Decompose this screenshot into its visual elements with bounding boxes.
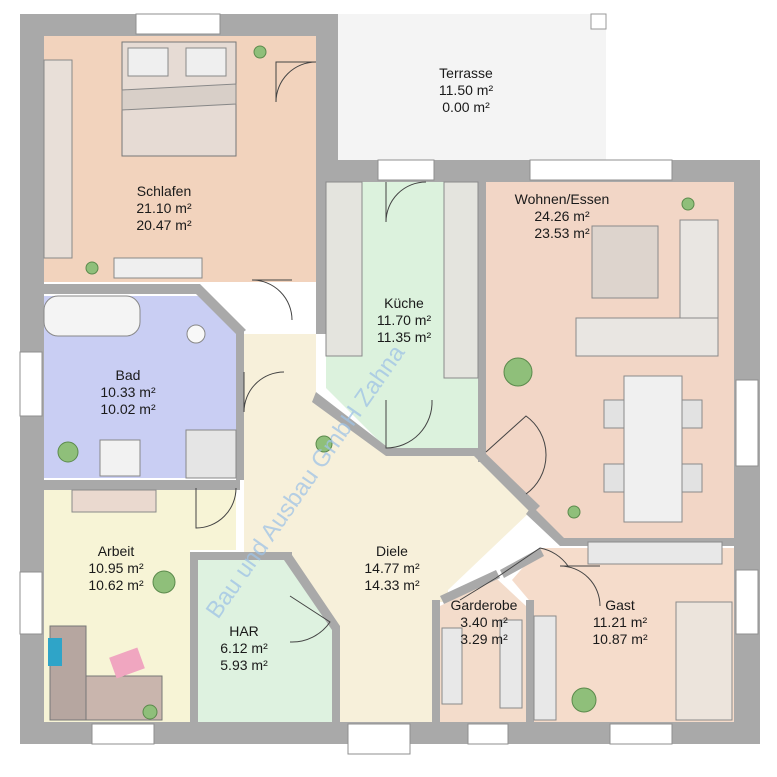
room-area-2: 20.47 m²	[136, 217, 192, 233]
windows	[19, 13, 759, 755]
room-terrasse	[338, 14, 606, 162]
room-name: HAR	[229, 623, 259, 639]
room-area-2: 10.62 m²	[88, 577, 144, 593]
guest-bed	[675, 601, 733, 721]
room-label-har: HAR 6.12 m² 5.93 m²	[220, 623, 268, 673]
monitor-icon	[48, 638, 62, 666]
room-label-garderobe: Garderobe 3.40 m² 3.29 m²	[451, 597, 518, 647]
room-area-1: 11.50 m²	[439, 82, 494, 98]
room-area-1: 14.77 m²	[364, 560, 420, 576]
guest-wardrobe	[533, 615, 557, 721]
room-label-kueche: Küche 11.70 m² 11.35 m²	[377, 295, 432, 345]
washbasin	[99, 439, 141, 477]
room-kueche	[326, 182, 478, 448]
room-area-2: 3.29 m²	[460, 631, 508, 647]
room-name: Schlafen	[137, 183, 191, 199]
dresser	[113, 257, 203, 279]
room-label-bad: Bad 10.33 m² 10.02 m²	[100, 367, 156, 417]
garderobe-cabinet	[441, 627, 463, 705]
room-name: Arbeit	[98, 543, 135, 559]
room-area-1: 24.26 m²	[534, 208, 590, 224]
room-name: Wohnen/Essen	[515, 191, 610, 207]
living-table	[591, 225, 659, 299]
room-area-1: 11.21 m²	[593, 614, 648, 630]
dining-chairs	[603, 399, 703, 493]
room-name: Bad	[116, 367, 141, 383]
terrace-post	[590, 13, 607, 30]
room-area-2: 10.87 m²	[592, 631, 648, 647]
desk-surface	[85, 675, 163, 721]
room-area-2: 10.02 m²	[100, 401, 156, 417]
toilet	[186, 324, 206, 344]
room-label-diele: Diele 14.77 m² 14.33 m²	[364, 543, 420, 593]
room-area-1: 3.40 m²	[460, 614, 508, 630]
bathtub	[43, 295, 141, 337]
room-label-wohnen: Wohnen/Essen 24.26 m² 23.53 m²	[515, 191, 610, 241]
room-area-1: 21.10 m²	[136, 200, 192, 216]
room-area-2: 11.35 m²	[377, 329, 432, 345]
room-area-2: 14.33 m²	[364, 577, 420, 593]
dining-table	[623, 375, 683, 523]
room-name: Gast	[605, 597, 635, 613]
room-area-2: 23.53 m²	[534, 225, 590, 241]
room-label-arbeit: Arbeit 10.95 m² 10.62 m²	[88, 543, 144, 593]
room-har	[196, 560, 332, 722]
room-area-1: 10.95 m²	[88, 560, 144, 576]
kitchen-cabinets	[325, 181, 479, 379]
room-area-2: 5.93 m²	[220, 657, 268, 673]
sofa	[575, 219, 719, 357]
garderobe-bench	[499, 619, 523, 709]
room-arbeit	[44, 488, 236, 722]
room-name: Garderobe	[451, 597, 518, 613]
plant-icon	[57, 45, 695, 720]
room-label-terrasse: Terrasse 11.50 m² 0.00 m²	[439, 65, 494, 115]
door-swings	[195, 61, 601, 643]
sideboard	[587, 541, 723, 565]
shower	[185, 429, 237, 479]
room-area-2: 0.00 m²	[442, 99, 490, 115]
room-area-1: 11.70 m²	[377, 312, 432, 328]
wardrobe	[43, 59, 73, 259]
room-label-gast: Gast 11.21 m² 10.87 m²	[592, 597, 648, 647]
room-label-schlafen: Schlafen 21.10 m² 20.47 m²	[136, 183, 192, 233]
room-name: Terrasse	[439, 65, 493, 81]
shelf	[71, 489, 157, 513]
paper-icon	[109, 647, 145, 679]
room-name: Diele	[376, 543, 408, 559]
room-area-1: 6.12 m²	[220, 640, 268, 656]
bed	[121, 41, 237, 157]
room-name: Küche	[384, 295, 424, 311]
room-area-1: 10.33 m²	[100, 384, 156, 400]
room-diele	[244, 334, 532, 722]
